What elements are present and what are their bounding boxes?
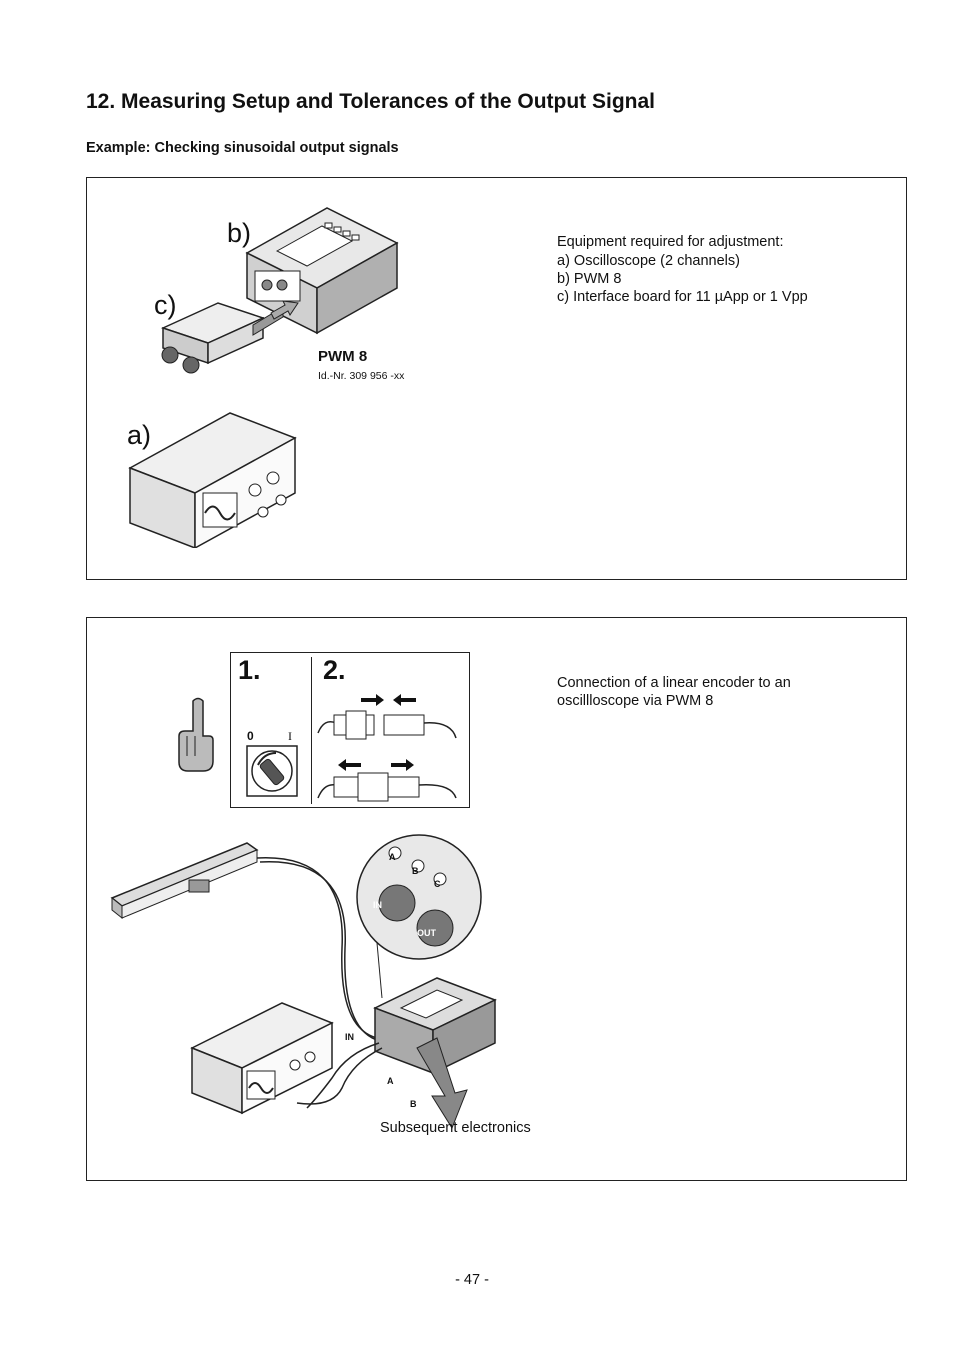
device-id: Id.-Nr. 309 956 -xx [318, 370, 405, 382]
connector-out-label: OUT [417, 928, 436, 938]
linear-encoder-setup-illustration [110, 842, 497, 1130]
connector-c-label: C [434, 879, 441, 889]
subsequent-electronics-label: Subsequent electronics [380, 1120, 531, 1136]
connection-panel: 1. 2. 0 I [86, 617, 907, 1181]
connector-in-label: IN [373, 900, 382, 910]
cable-b-label: B [410, 1099, 417, 1109]
equipment-item-c: c) Interface board for 11 µApp or 1 Vpp [557, 289, 808, 305]
switch-off-label: 0 [247, 729, 254, 743]
power-switch-icon [246, 745, 298, 797]
equipment-item-b: b) PWM 8 [557, 271, 622, 287]
pwm8-device-illustration [245, 207, 399, 335]
device-name: PWM 8 [318, 348, 368, 365]
step-2-number: 2. [323, 655, 346, 685]
equipment-panel: b) c) PWM 8 Id.-Nr. 309 956 -xx a) Equip… [86, 177, 907, 580]
step-1-number: 1. [238, 655, 261, 685]
connector-b-label: B [412, 866, 419, 876]
interface-board-illustration [160, 300, 299, 374]
page-number: - 47 - [455, 1272, 489, 1288]
section-title: 12. Measuring Setup and Tolerances of th… [86, 90, 656, 113]
connector-detail-illustration [356, 834, 482, 960]
connection-caption-line2: oscillloscope via PWM 8 [557, 693, 714, 709]
label-b: b) [227, 218, 252, 248]
connector-a-label: A [389, 852, 396, 862]
cable-in-label: IN [345, 1032, 354, 1042]
connector-coupling-icon [317, 694, 457, 802]
switch-on-label: I [288, 729, 292, 743]
equipment-heading: Equipment required for adjustment: [557, 234, 784, 250]
attention-hand-icon [178, 697, 214, 772]
label-c: c) [154, 290, 177, 320]
label-a: a) [127, 420, 152, 450]
cable-a-label: A [387, 1076, 394, 1086]
example-title: Example: Checking sinusoidal output sign… [86, 140, 399, 156]
steps-box: 1. 2. 0 I [230, 652, 470, 808]
equipment-item-a: a) Oscilloscope (2 channels) [557, 253, 740, 269]
oscilloscope-illustration [128, 412, 297, 548]
connection-caption-line1: Connection of a linear encoder to an [557, 675, 791, 691]
